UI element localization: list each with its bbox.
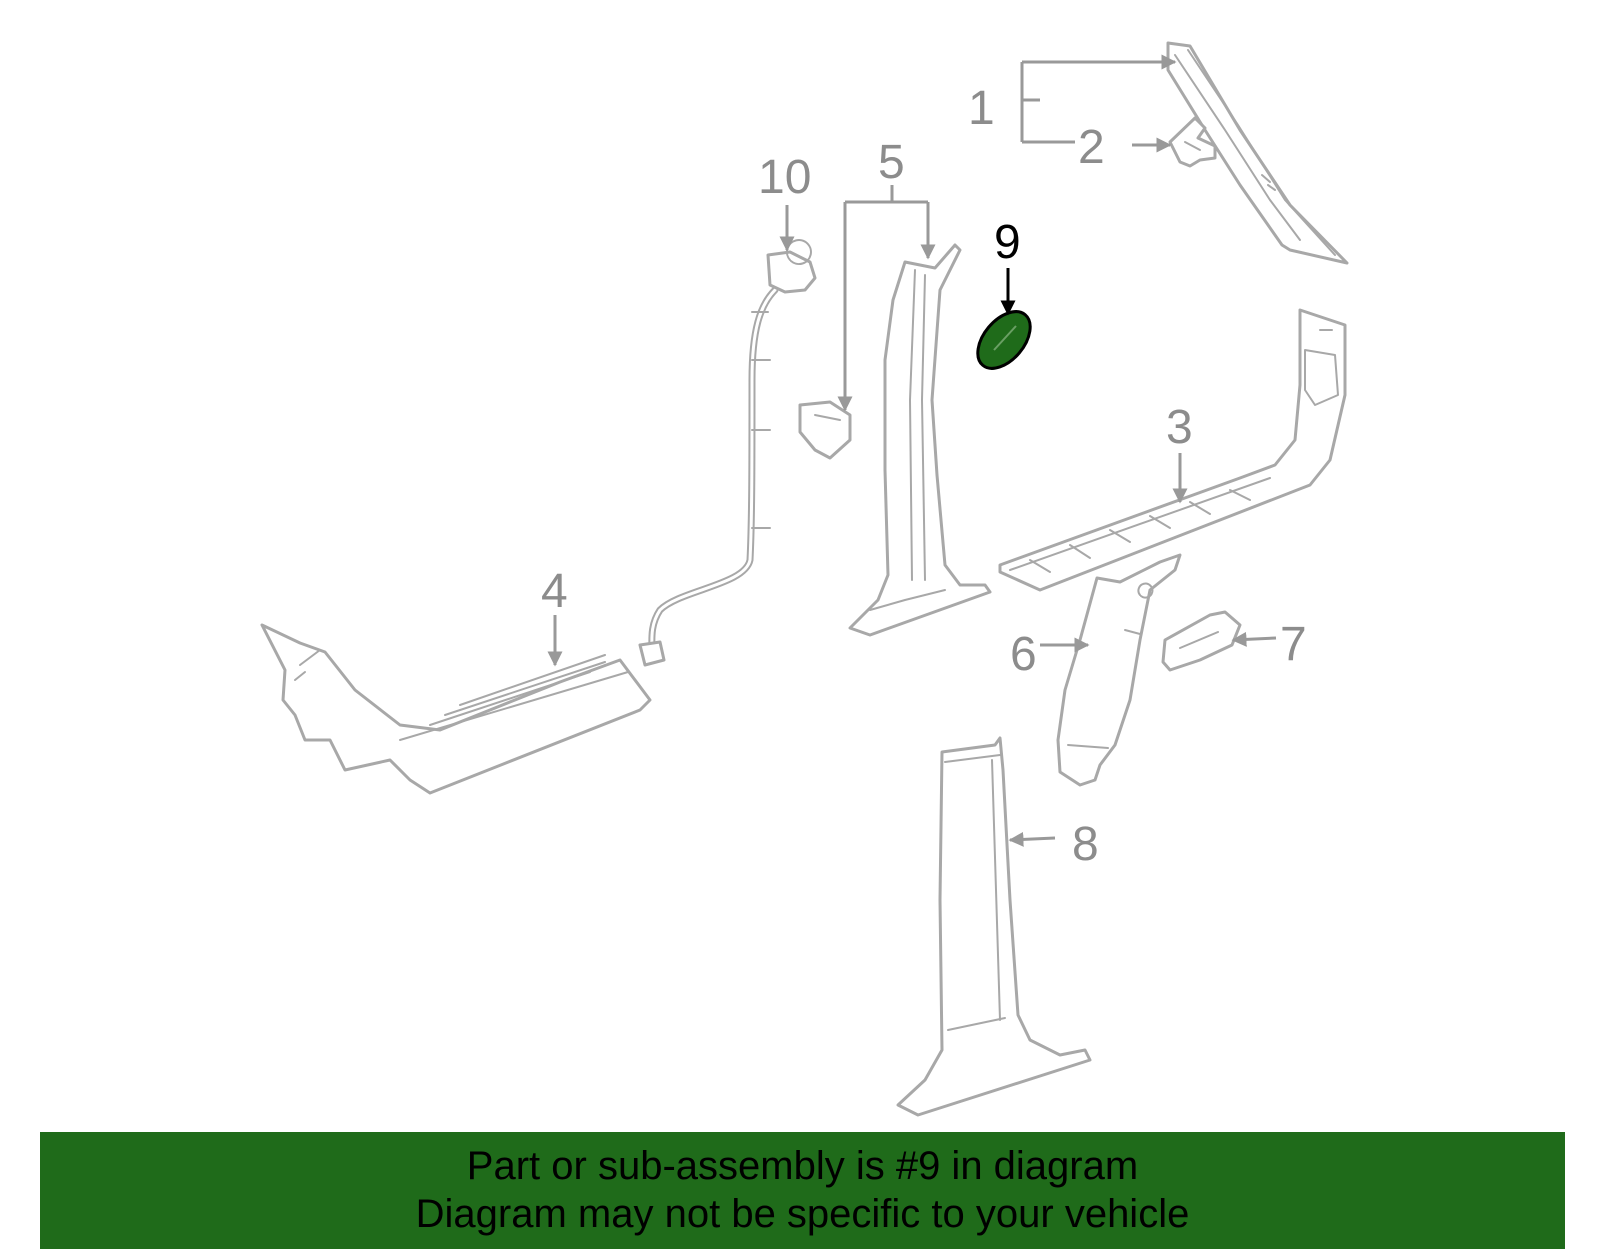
callout-9: 9 (994, 216, 1021, 269)
part-5-clip[interactable] (798, 400, 852, 460)
callout-4: 4 (541, 565, 568, 618)
callout-10: 10 (758, 151, 811, 204)
part-2-clip[interactable] (1168, 116, 1217, 168)
part-10-harness[interactable] (638, 239, 817, 667)
callout-10-group: 10 (758, 151, 811, 252)
part-7-cover[interactable] (1161, 610, 1242, 672)
info-banner: Part or sub-assembly is #9 in diagram Di… (40, 1132, 1565, 1249)
callout-9-group: 9 (994, 216, 1021, 316)
part-1-pillar-trim[interactable] (1166, 41, 1349, 265)
callout-8-group: 8 (1008, 818, 1099, 871)
callout-1: 1 (968, 82, 995, 135)
banner-line-part: Part or sub-assembly is #9 in diagram (466, 1144, 1139, 1188)
callout-8: 8 (1072, 818, 1099, 871)
callout-4-group: 4 (541, 565, 568, 667)
callout-5-group: 5 (837, 136, 936, 412)
callout-3: 3 (1166, 401, 1193, 454)
callout-7-group: 7 (1231, 618, 1307, 671)
callout-1-group: 1 (968, 54, 1177, 144)
callout-6-group: 6 (1010, 628, 1090, 681)
callout-2-group: 2 (1078, 121, 1172, 174)
part-8-lower-pillar[interactable] (896, 736, 1092, 1117)
banner-line-disclaimer: Diagram may not be specific to your vehi… (415, 1192, 1190, 1236)
callout-6: 6 (1010, 628, 1037, 681)
part-4-sill-plate[interactable] (260, 623, 652, 795)
part-9-cap-highlighted[interactable] (967, 302, 1040, 378)
callout-7: 7 (1280, 618, 1307, 671)
callout-2: 2 (1078, 121, 1105, 174)
part-3-sill-trim[interactable] (998, 308, 1347, 592)
parts-diagram: 1 2 3 4 5 6 7 8 9 10 (260, 41, 1349, 1117)
part-6-pillar-trim[interactable] (1056, 553, 1182, 787)
callout-3-group: 3 (1166, 401, 1193, 504)
part-5-pillar-trim[interactable] (848, 243, 992, 637)
callout-5: 5 (878, 136, 905, 189)
